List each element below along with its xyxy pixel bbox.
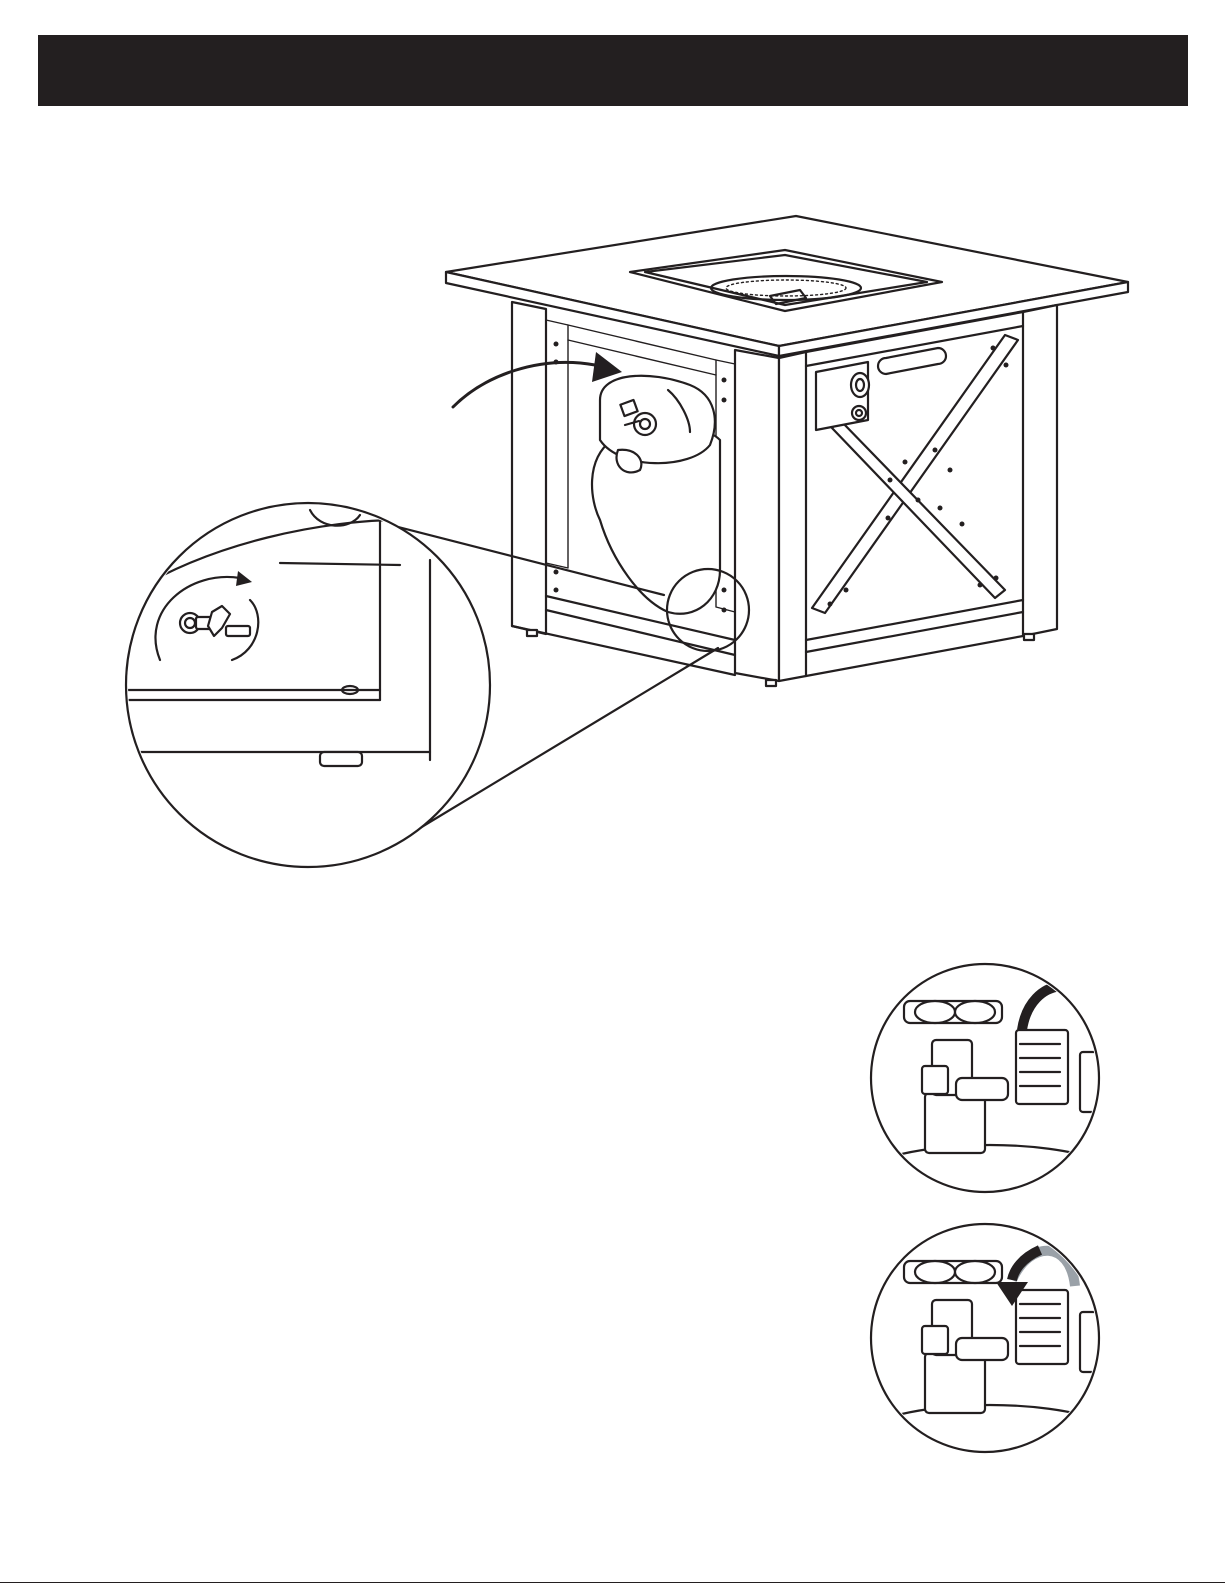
valve-close-detail [871, 1224, 1110, 1452]
propane-tank [592, 376, 720, 614]
wing-nut-detail [120, 503, 490, 867]
table-right-side [779, 305, 1057, 681]
bottom-rule [0, 1582, 1225, 1583]
valve-open-detail [871, 964, 1118, 1192]
